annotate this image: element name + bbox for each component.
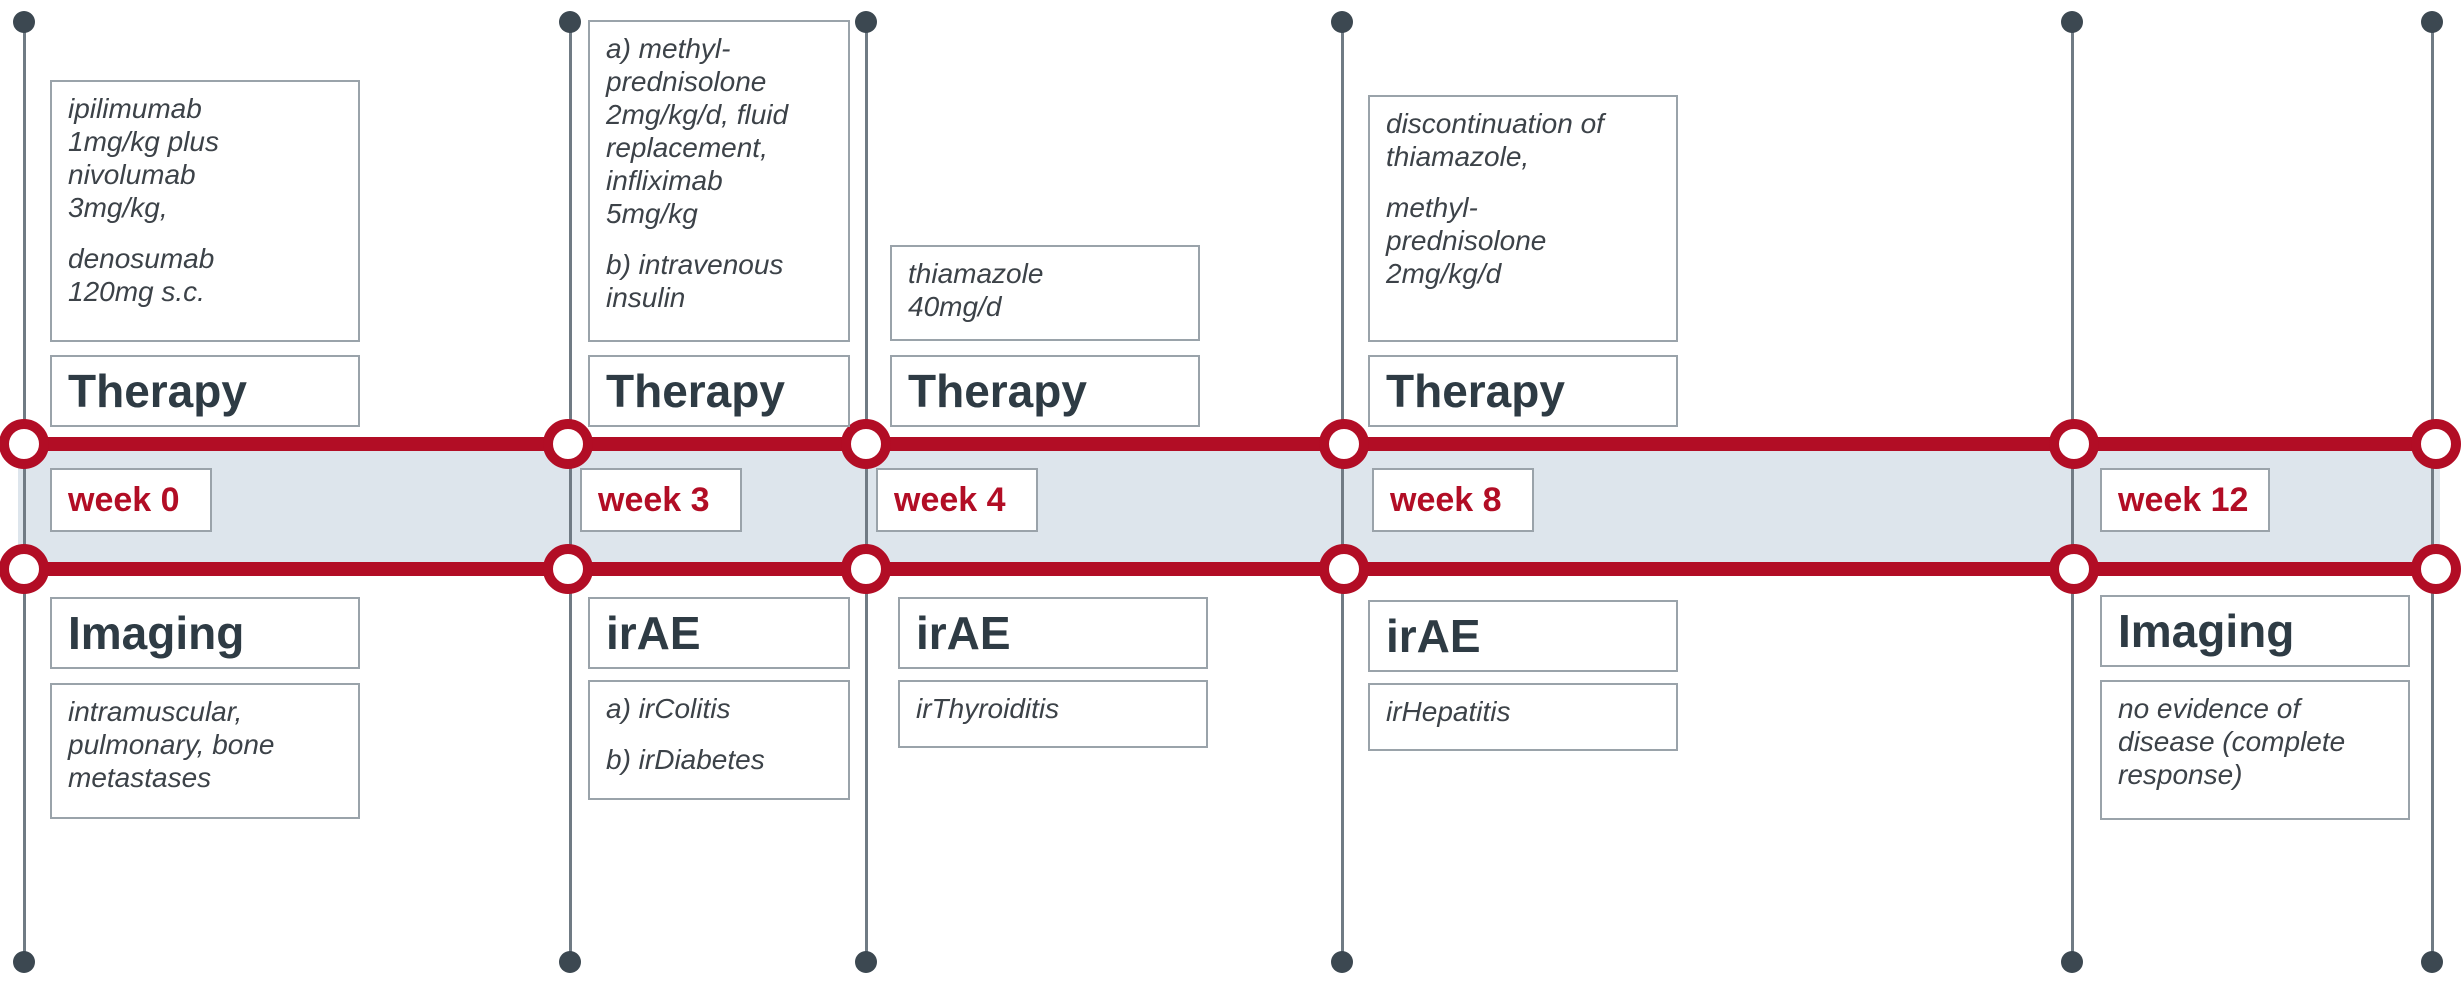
note-text: ipilimumab 1mg/kg plus nivolumab 3mg/kg, <box>68 93 219 223</box>
top-note-box: ipilimumab 1mg/kg plus nivolumab 3mg/kg,… <box>50 80 360 342</box>
note-text: a) irColitis <box>606 693 731 724</box>
bottom-note-box: a) irColitis b) irDiabetes <box>588 680 850 800</box>
timeline-endpoint-dot <box>2421 11 2443 33</box>
bottom-note-box: irThyroiditis <box>898 680 1208 748</box>
timeline-node-ring <box>2411 419 2461 469</box>
top-note-box: a) methyl- prednisolone 2mg/kg/d, fluid … <box>588 20 850 342</box>
week-label: week 4 <box>876 468 1038 532</box>
timeline-vertical-line <box>1341 22 1344 962</box>
note-text: thiamazole 40mg/d <box>908 258 1044 322</box>
timeline-endpoint-dot <box>2421 951 2443 973</box>
timeline-node-ring <box>0 544 49 594</box>
timeline-endpoint-dot <box>2061 11 2083 33</box>
timeline-endpoint-dot <box>855 951 877 973</box>
timeline-node-ring <box>2411 544 2461 594</box>
timeline-vertical-line <box>2071 22 2074 962</box>
top-heading: Therapy <box>1368 355 1678 427</box>
note-text: irHepatitis <box>1386 696 1511 727</box>
note-text: b) irDiabetes <box>606 744 765 775</box>
timeline-rail-top <box>14 437 2444 451</box>
note-text: a) methyl- prednisolone 2mg/kg/d, fluid … <box>606 33 789 229</box>
note-text: no evidence of disease (complete respons… <box>2118 693 2346 790</box>
timeline-endpoint-dot <box>13 951 35 973</box>
top-note-box: thiamazole 40mg/d <box>890 245 1200 341</box>
timeline-endpoint-dot <box>2061 951 2083 973</box>
timeline-rail-bottom <box>14 562 2444 576</box>
timeline-endpoint-dot <box>559 11 581 33</box>
week-label: week 12 <box>2100 468 2270 532</box>
timeline-endpoint-dot <box>1331 951 1353 973</box>
note-text: methyl- prednisolone 2mg/kg/d <box>1386 192 1547 289</box>
timeline-vertical-line <box>569 22 572 962</box>
note-text: denosumab 120mg s.c. <box>68 243 215 307</box>
timeline-node-ring <box>543 419 593 469</box>
timeline-node-ring <box>2049 544 2099 594</box>
bottom-heading: irAE <box>1368 600 1678 672</box>
top-heading: Therapy <box>588 355 850 427</box>
timeline-endpoint-dot <box>13 11 35 33</box>
bottom-note-box: no evidence of disease (complete respons… <box>2100 680 2410 820</box>
bottom-note-box: irHepatitis <box>1368 683 1678 751</box>
bottom-heading: irAE <box>588 597 850 669</box>
timeline-node-ring <box>1319 544 1369 594</box>
bottom-heading: irAE <box>898 597 1208 669</box>
note-text: intramuscular, pulmonary, bone metastase… <box>68 696 275 793</box>
bottom-heading: Imaging <box>2100 595 2410 667</box>
timeline-band <box>18 440 2440 570</box>
timeline-node-ring <box>0 419 49 469</box>
note-text: discontinuation of thiamazole, <box>1386 108 1604 172</box>
timeline-endpoint-dot <box>1331 11 1353 33</box>
week-label: week 3 <box>580 468 742 532</box>
top-heading: Therapy <box>890 355 1200 427</box>
timeline-node-ring <box>543 544 593 594</box>
timeline-endpoint-dot <box>559 951 581 973</box>
timeline-vertical-line <box>2431 22 2434 962</box>
timeline-node-ring <box>2049 419 2099 469</box>
timeline-node-ring <box>841 419 891 469</box>
timeline-vertical-line <box>865 22 868 962</box>
bottom-note-box: intramuscular, pulmonary, bone metastase… <box>50 683 360 819</box>
note-text: b) intravenous insulin <box>606 249 784 313</box>
week-label: week 0 <box>50 468 212 532</box>
top-note-box: discontinuation of thiamazole, methyl- p… <box>1368 95 1678 342</box>
timeline-endpoint-dot <box>855 11 877 33</box>
timeline-node-ring <box>841 544 891 594</box>
top-heading: Therapy <box>50 355 360 427</box>
note-text: irThyroiditis <box>916 693 1060 724</box>
bottom-heading: Imaging <box>50 597 360 669</box>
timeline-vertical-line <box>23 22 26 962</box>
timeline-node-ring <box>1319 419 1369 469</box>
week-label: week 8 <box>1372 468 1534 532</box>
